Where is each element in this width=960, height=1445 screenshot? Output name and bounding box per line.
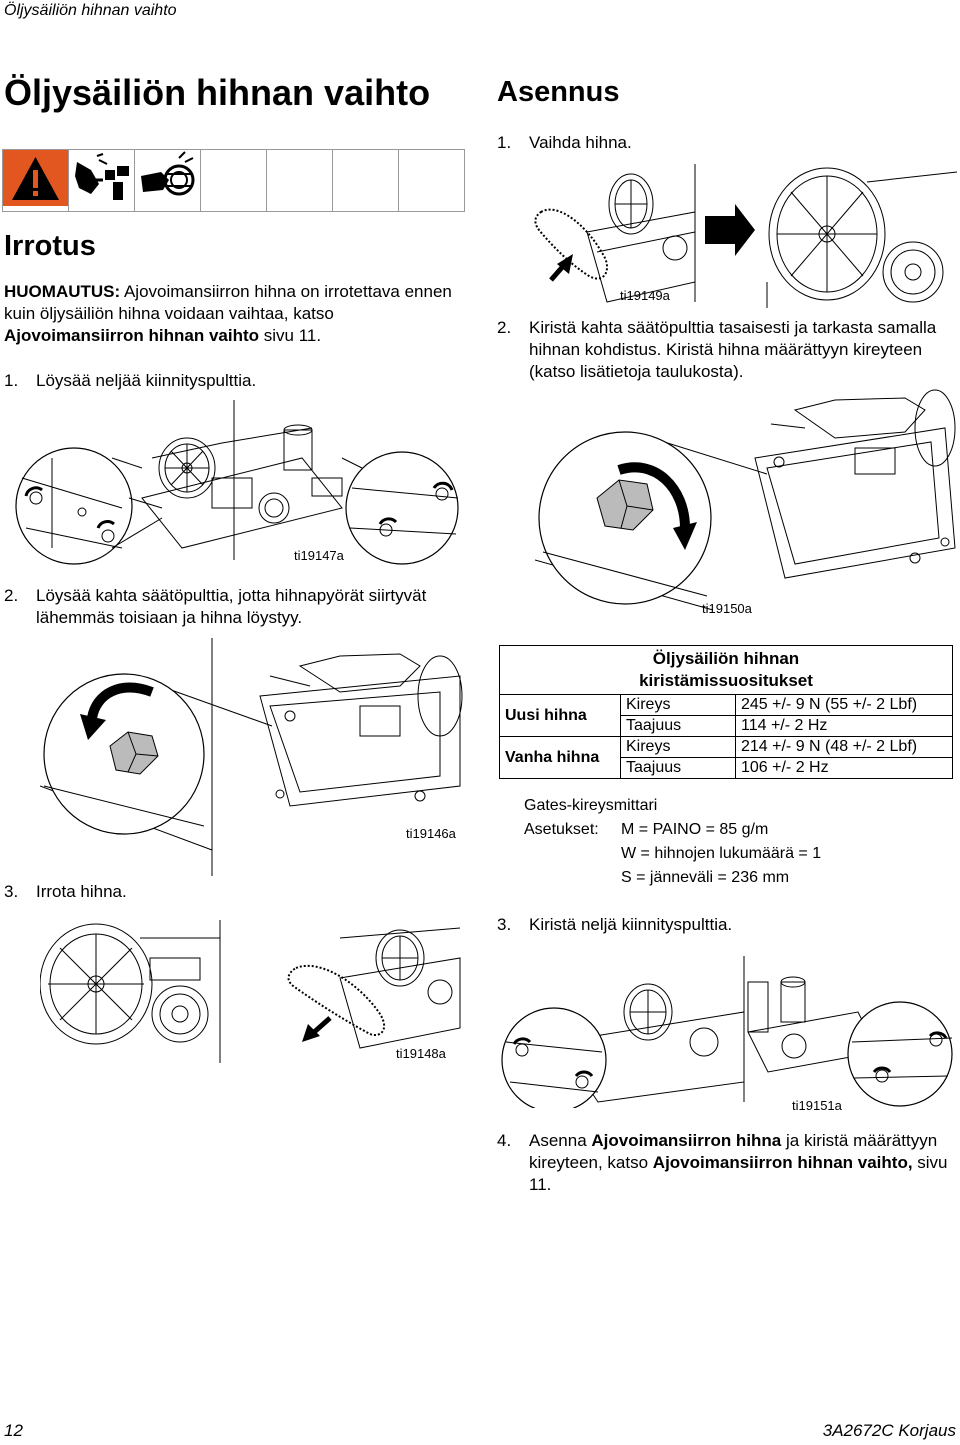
- table-cell: Taajuus: [620, 757, 736, 779]
- table-cell: 114 +/- 2 Hz: [735, 715, 953, 737]
- figure-label: ti19150a: [702, 601, 752, 616]
- table-row-group: Uusi hihna: [499, 694, 621, 737]
- warning-triangle-icon: [2, 149, 69, 212]
- table-cell: Kireys: [620, 736, 736, 758]
- figure-ti19146a: [39, 636, 465, 876]
- empty-icon-cell: [332, 149, 399, 212]
- removal-heading: Irrotus: [4, 230, 96, 262]
- setting-item: M = PAINO = 85 g/m: [621, 821, 769, 838]
- removal-step-2: 2.Löysää kahta säätöpulttia, jotta hihna…: [4, 586, 427, 627]
- figure-label: ti19146a: [406, 826, 456, 841]
- running-header: Öljysäiliön hihnan vaihto: [4, 2, 177, 19]
- notice-page: sivu 11.: [263, 326, 322, 345]
- notice-text: Ajovoimansiirron hihna on irrotettava en…: [4, 282, 452, 323]
- install-heading: Asennus: [497, 76, 620, 108]
- notice-ref: Ajovoimansiirron hihnan vaihto: [4, 326, 260, 345]
- table-cell: 214 +/- 9 N (48 +/- 2 Lbf): [735, 736, 953, 758]
- settings-list: M = PAINO = 85 g/m W = hihnojen lukumäär…: [621, 818, 821, 890]
- settings-label: Asetukset:: [524, 821, 599, 838]
- install-step-1: 1.Vaihda hihna.: [497, 133, 632, 152]
- empty-icon-cell: [200, 149, 267, 212]
- figure-ti19151a: [498, 942, 958, 1113]
- figure-ti19148a: [39, 918, 465, 1063]
- table-title: Öljysäiliön hihnan kiristämissuositukset: [499, 645, 953, 695]
- install-step-2: 2.Kiristä kahta säätöpulttia tasaisesti …: [497, 318, 937, 381]
- figure-ti19150a: [534, 388, 957, 620]
- empty-icon-cell: [398, 149, 465, 212]
- table-cell: 245 +/- 9 N (55 +/- 2 Lbf): [735, 694, 953, 716]
- figure-label: ti19149a: [620, 288, 670, 303]
- setting-item: S = jänneväli = 236 mm: [621, 869, 790, 886]
- page-title: Öljysäiliön hihnan vaihto: [4, 72, 431, 113]
- document-id: 3A2672C Korjaus: [822, 1421, 956, 1440]
- skin-injection-icon: [68, 149, 135, 212]
- moving-parts-pinch-icon: [134, 149, 201, 212]
- table-cell: Taajuus: [620, 715, 736, 737]
- notice: HUOMAUTUS: Ajovoimansiirron hihna on irr…: [4, 281, 454, 347]
- tension-table: Öljysäiliön hihnan kiristämissuositukset…: [499, 645, 953, 779]
- page-number: 12: [4, 1421, 23, 1440]
- install-step-3: 3.Kiristä neljä kiinnityspulttia.: [497, 915, 733, 934]
- empty-icon-cell: [266, 149, 333, 212]
- setting-item: W = hihnojen lukumäärä = 1: [621, 845, 822, 862]
- gauge-name: Gates-kireysmittari: [524, 797, 658, 814]
- notice-label: HUOMAUTUS:: [4, 282, 121, 301]
- table-cell: 106 +/- 2 Hz: [735, 757, 953, 779]
- install-step-4: 4. Asenna Ajovoimansiirron hihna ja kiri…: [497, 1131, 948, 1194]
- table-row-group: Vanha hihna: [499, 736, 621, 779]
- removal-step-3: 3.Irrota hihna.: [4, 882, 127, 901]
- figure-label: ti19148a: [396, 1046, 446, 1061]
- table-cell: Kireys: [620, 694, 736, 716]
- figure-label: ti19147a: [294, 548, 344, 563]
- removal-step-1: 1.Löysää neljää kiinnityspulttia.: [4, 371, 257, 390]
- figure-ti19149a: [527, 162, 958, 308]
- figure-ti19147a: [12, 398, 462, 568]
- figure-label: ti19151a: [792, 1098, 842, 1113]
- warning-icon-strip: [2, 149, 465, 212]
